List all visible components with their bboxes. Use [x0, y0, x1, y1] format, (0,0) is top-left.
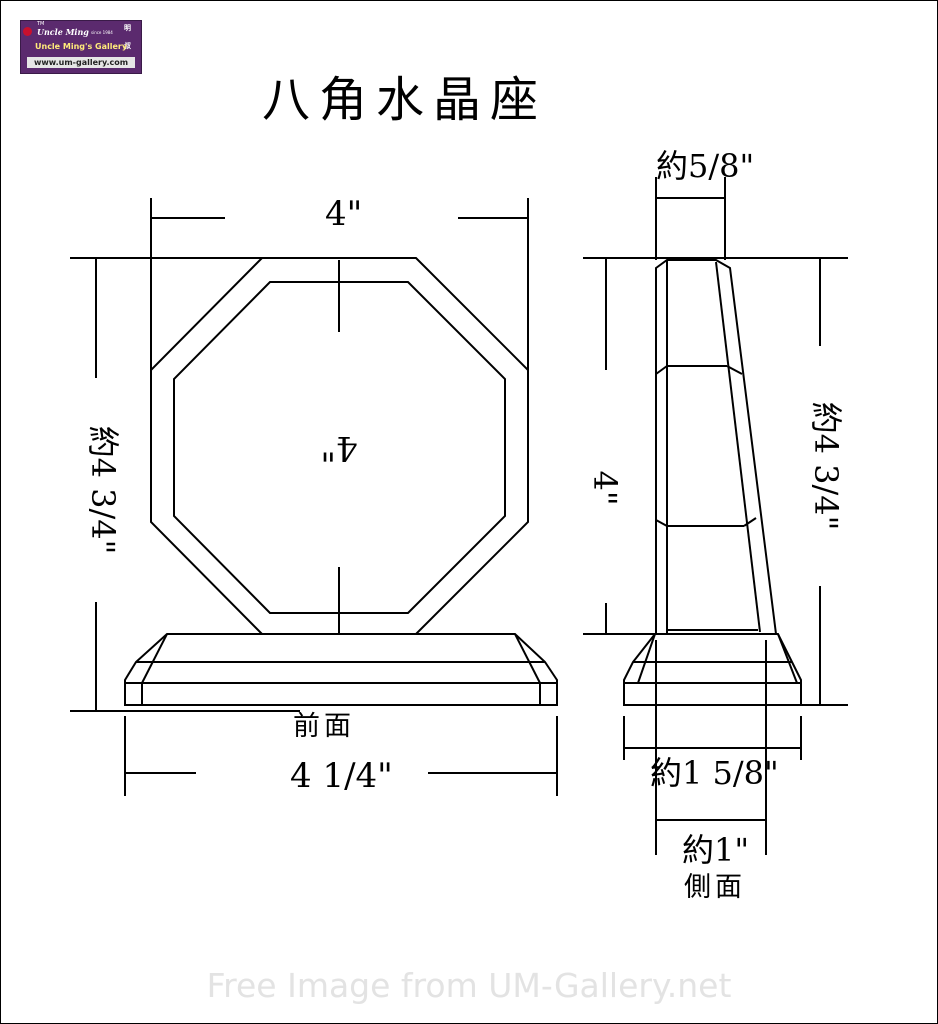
logo-char-2: 叔 — [124, 41, 131, 50]
trademark-label: TM — [37, 21, 45, 27]
side-caption: 側面 — [684, 872, 746, 903]
side-height-right-label: 約4 3/4" — [807, 401, 845, 531]
front-base-label: 4 1/4" — [290, 756, 393, 796]
logo-gallery-name: Uncle Ming's Gallery — [35, 42, 128, 51]
octagon-inner — [173, 281, 506, 614]
logo-brand: Uncle Ming — [37, 27, 89, 37]
front-caption: 前面 — [293, 711, 355, 742]
front-height-label: 約4 3/4" — [84, 425, 122, 555]
logo-url: www.um-gallery.com — [27, 57, 135, 68]
front-width-label: 4" — [325, 194, 363, 234]
side-height-left-label: 4" — [586, 470, 624, 506]
red-seal-icon — [23, 27, 32, 36]
gallery-logo[interactable]: TM Uncle Ming since 1984 明 叔 Uncle Ming'… — [20, 20, 142, 74]
watermark-text: Free Image from UM-Gallery.net — [206, 966, 732, 1005]
side-view-drawing — [583, 177, 848, 855]
logo-since: since 1984 — [91, 30, 113, 35]
page-title: 八角水晶座 — [262, 72, 548, 128]
front-inner-label: 4" — [320, 428, 358, 468]
front-view-drawing — [70, 198, 558, 796]
logo-char-1: 明 — [124, 23, 131, 32]
side-inner-label: 約1" — [682, 831, 750, 869]
side-profile — [655, 259, 778, 635]
side-top-label: 約5/8" — [656, 147, 755, 185]
front-base — [124, 633, 558, 706]
side-base-label: 約1 5/8" — [650, 754, 779, 792]
